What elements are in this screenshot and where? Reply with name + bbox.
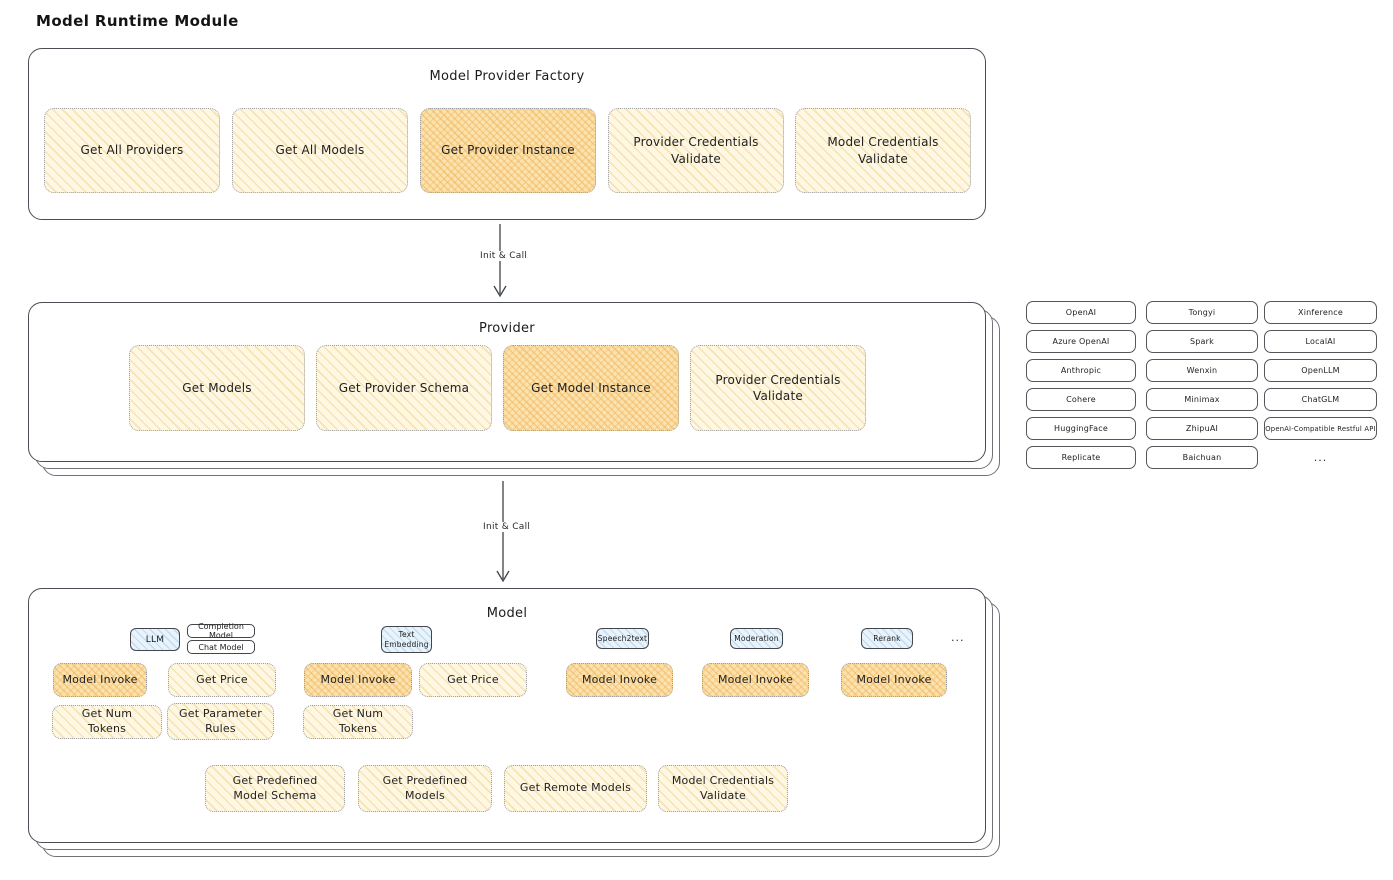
model-box-llm-get-num-tokens: Get Num Tokens xyxy=(52,705,162,739)
provider-chip-openllm: OpenLLM xyxy=(1264,359,1377,382)
arrow-label-init-call-2: Init & Call xyxy=(479,522,535,532)
model-box-llm-get-parameter-rules: Get Parameter Rules xyxy=(167,703,274,740)
model-types-ellipsis: ... xyxy=(951,631,965,644)
model-type-tag-moderation: Moderation xyxy=(730,628,783,649)
provider-chip-azure-openai: Azure OpenAI xyxy=(1026,330,1136,353)
provider-chip-chatglm: ChatGLM xyxy=(1264,388,1377,411)
factory-title: Model Provider Factory xyxy=(429,68,585,84)
provider-box-provider-credentials-validate: Provider Credentials Validate xyxy=(690,345,866,431)
provider-list-ellipsis: ... xyxy=(1313,451,1328,464)
model-box-model-credentials-validate: Model Credentials Validate xyxy=(658,765,788,812)
model-subtag-chat-model: Chat Model xyxy=(187,640,255,654)
factory-box-get-provider-instance: Get Provider Instance xyxy=(420,108,596,193)
model-title: Model xyxy=(486,605,528,621)
model-box-speech2text-model-invoke: Model Invoke xyxy=(566,663,673,697)
model-box-text-embedding-get-price: Get Price xyxy=(419,663,527,697)
factory-box-get-all-providers: Get All Providers xyxy=(44,108,220,193)
provider-box-get-provider-schema: Get Provider Schema xyxy=(316,345,492,431)
model-box-text-embedding-model-invoke: Model Invoke xyxy=(304,663,412,697)
provider-chip-openai-compatible-restful-api: OpenAI-Compatible Restful API xyxy=(1264,417,1377,440)
provider-chip-tongyi: Tongyi xyxy=(1146,301,1258,324)
provider-chip-cohere: Cohere xyxy=(1026,388,1136,411)
model-box-llm-get-price: Get Price xyxy=(168,663,276,697)
model-type-tag-text-embedding: Text Embedding xyxy=(381,626,432,653)
model-box-get-predefined-models: Get Predefined Models xyxy=(358,765,492,812)
provider-box-get-models: Get Models xyxy=(129,345,305,431)
factory-box-model-credentials-validate: Model Credentials Validate xyxy=(795,108,971,193)
model-box-moderation-model-invoke: Model Invoke xyxy=(702,663,809,697)
model-subtag-completion-model: Completion Model xyxy=(187,622,255,640)
model-type-tag-speech2text: Speech2text xyxy=(596,628,649,649)
factory-box-get-all-models: Get All Models xyxy=(232,108,408,193)
model-box-rerank-model-invoke: Model Invoke xyxy=(841,663,947,697)
provider-chip-localai: LocalAI xyxy=(1264,330,1377,353)
factory-box-provider-credentials-validate: Provider Credentials Validate xyxy=(608,108,784,193)
model-type-tag-llm: LLM xyxy=(130,628,180,651)
provider-chip-minimax: Minimax xyxy=(1146,388,1258,411)
page-title: Model Runtime Module xyxy=(36,12,239,30)
provider-chip-zhipuai: ZhipuAI xyxy=(1146,417,1258,440)
provider-chip-huggingface: HuggingFace xyxy=(1026,417,1136,440)
provider-chip-baichuan: Baichuan xyxy=(1146,446,1258,469)
provider-chip-replicate: Replicate xyxy=(1026,446,1136,469)
model-box-get-remote-models: Get Remote Models xyxy=(504,765,647,812)
provider-title: Provider xyxy=(479,320,535,336)
model-type-tag-rerank: Rerank xyxy=(861,628,913,649)
provider-chip-xinference: Xinference xyxy=(1264,301,1377,324)
model-box-get-predefined-model-schema: Get Predefined Model Schema xyxy=(205,765,345,812)
model-box-text-embedding-get-num-tokens: Get Num Tokens xyxy=(303,705,413,739)
provider-box-get-model-instance: Get Model Instance xyxy=(503,345,679,431)
arrow-label-init-call-1: Init & Call xyxy=(476,251,532,261)
arrow-factory-to-provider xyxy=(493,224,507,298)
provider-chip-wenxin: Wenxin xyxy=(1146,359,1258,382)
provider-chip-openai: OpenAI xyxy=(1026,301,1136,324)
model-box-llm-model-invoke: Model Invoke xyxy=(53,663,147,697)
provider-chip-spark: Spark xyxy=(1146,330,1258,353)
provider-chip-anthropic: Anthropic xyxy=(1026,359,1136,382)
arrow-provider-to-model xyxy=(496,481,510,583)
